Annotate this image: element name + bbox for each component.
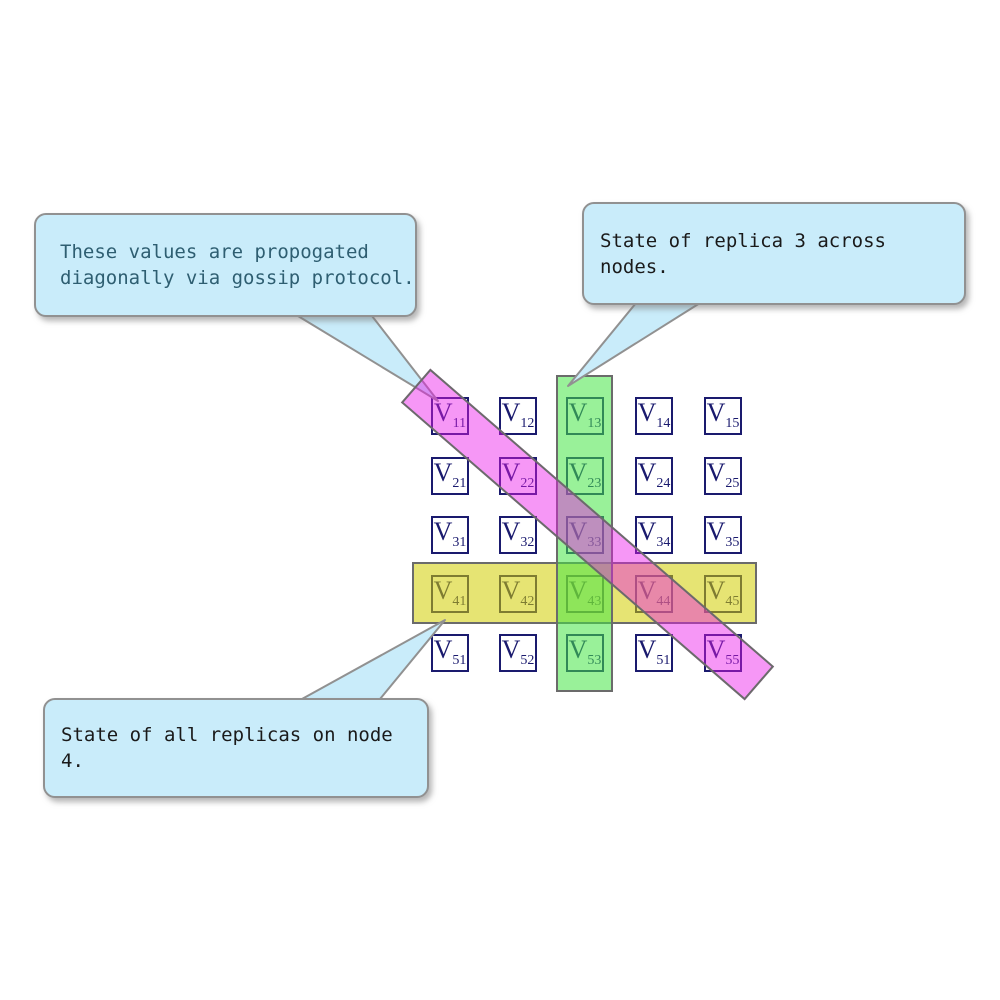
matrix-cell-r5c4: V51 [635, 634, 673, 672]
matrix-cell-r2c5: V25 [704, 457, 742, 495]
callout-bubble-gossip: These values are propogated diagonally vi… [34, 213, 417, 317]
matrix-cell-r1c2: V12 [499, 397, 537, 435]
callout-text-line: State of all replicas on node 4. [61, 724, 393, 772]
callout-bubble-replica: State of replica 3 across nodes. [582, 202, 966, 305]
callout-tail-replica [567, 302, 701, 387]
matrix-cell-r5c5: V55 [704, 634, 742, 672]
callout-tail-node [301, 619, 446, 700]
matrix-cell-r3c5: V35 [704, 516, 742, 554]
matrix-cell-r5c2: V52 [499, 634, 537, 672]
callout-text-line: These values are propogated [60, 241, 369, 263]
matrix-cell-r3c1: V31 [431, 516, 469, 554]
matrix-cell-r2c2: V22 [499, 457, 537, 495]
matrix-cell-r2c4: V24 [635, 457, 673, 495]
matrix-cell-r3c4: V34 [635, 516, 673, 554]
callout-bubble-node: State of all replicas on node 4. [43, 698, 429, 798]
matrix-cell-r1c1: V11 [431, 397, 469, 435]
matrix-cell-r2c1: V21 [431, 457, 469, 495]
callout-text-line: diagonally via gossip protocol. [60, 267, 415, 289]
matrix-cell-r1c4: V14 [635, 397, 673, 435]
matrix-cell-r1c5: V15 [704, 397, 742, 435]
replica-3-column-highlight [556, 375, 613, 692]
matrix-cell-r3c2: V32 [499, 516, 537, 554]
callout-text-line: State of replica 3 across nodes. [600, 229, 886, 278]
matrix-cell-r5c1: V51 [431, 634, 469, 672]
